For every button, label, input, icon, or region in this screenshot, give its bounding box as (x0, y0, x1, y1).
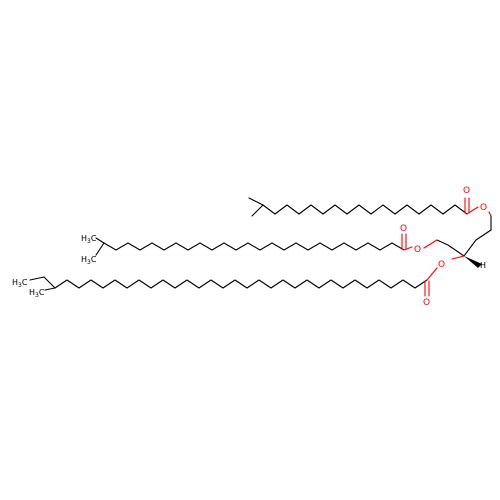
backbone-o-mid (451, 255, 465, 260)
chain-bottom-methyl-2: H3C (29, 288, 45, 299)
chain-bottom-ethyl (43, 276, 56, 289)
chain-top-branch (248, 197, 264, 206)
chain-bottom-ethyl-2 (29, 276, 45, 281)
chain-middle-branch-2 (95, 242, 105, 256)
chain-bottom-ester-bond (426, 267, 438, 281)
backbone-bonds (436, 229, 492, 257)
chain-middle-methyl-1: H3C (81, 234, 97, 245)
chain-middle-ester-bond (403, 246, 413, 251)
chain-middle-bonds (103, 242, 405, 251)
chain-middle-branch (95, 237, 105, 244)
chain-top-carbonyl-o: O (463, 186, 470, 196)
chain-top-bonds (262, 204, 468, 215)
stereo-wedge (464, 256, 482, 268)
chain-bottom-bonds (54, 279, 428, 289)
chain-middle-carbonyl-o: O (400, 224, 407, 234)
chain-top-ester-o: O (480, 203, 487, 213)
chain-middle-methyl-2: H3C (81, 255, 97, 266)
chain-bottom-branch (44, 287, 56, 291)
chain-middle: H3C H3C O O (81, 224, 421, 266)
chain-top-o-ch2 (488, 211, 492, 217)
backbone-o-left (423, 239, 438, 249)
chain-top-branch-2 (251, 204, 264, 217)
chain-top: O O (248, 186, 492, 231)
glycerol-backbone: H (423, 229, 492, 270)
stereo-h: H (480, 261, 486, 270)
chain-top-ester-bond (466, 206, 479, 215)
chain-bottom-carbonyl-o: O (423, 298, 430, 308)
chain-bottom-methyl-1: H3C (12, 278, 28, 289)
chain-bottom-ester-o: O (438, 260, 445, 270)
chain-middle-ester-o: O (414, 245, 421, 255)
chain-bottom: H3C H3C O O (12, 260, 445, 308)
